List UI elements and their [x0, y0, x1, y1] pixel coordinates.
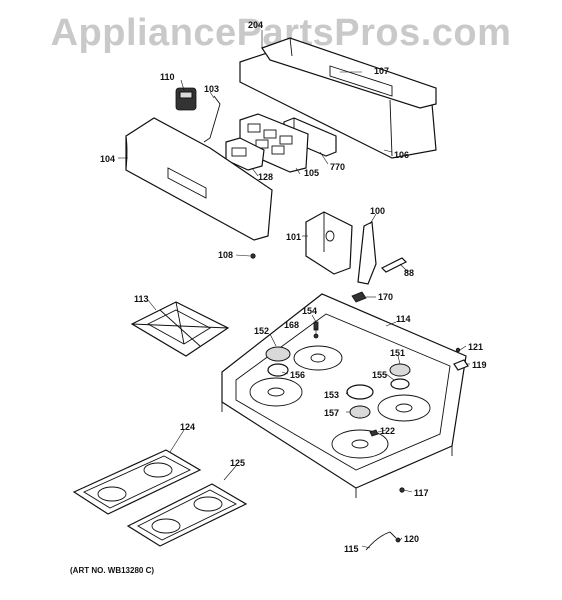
bracket-103-part — [203, 95, 221, 143]
callout-156: 156 — [290, 370, 306, 380]
art-number: (ART NO. WB13280 C) — [70, 566, 155, 575]
callout-119: 119 — [472, 360, 487, 370]
callout-170: 170 — [378, 292, 394, 302]
burner-head-156-part — [267, 363, 289, 377]
callout-114: 114 — [396, 314, 411, 324]
screw-170-part — [351, 291, 367, 303]
callout-154: 154 — [302, 306, 318, 316]
bracket-101-part — [305, 211, 353, 275]
leader-lines — [118, 30, 470, 549]
backguard-part — [239, 37, 437, 159]
drip-pan-125-part — [126, 483, 248, 547]
callout-155: 155 — [372, 370, 388, 380]
callout-770: 770 — [330, 162, 346, 172]
callout-120: 120 — [404, 534, 420, 544]
callout-108: 108 — [218, 250, 234, 260]
tube-120-part — [365, 531, 401, 551]
callout-100: 100 — [370, 206, 386, 216]
cooktop-main-part — [221, 293, 467, 498]
control-board-part — [239, 113, 309, 173]
burner-head-155-part — [390, 378, 410, 390]
callout-117: 117 — [414, 488, 429, 498]
screw-121-part — [455, 347, 461, 353]
clip-168-part — [313, 333, 319, 339]
callout-115: 115 — [344, 544, 359, 554]
burner-cap-152-part — [265, 346, 291, 362]
pin-88-part — [380, 257, 408, 273]
callout-128: 128 — [258, 172, 274, 182]
burner-cap-153-part — [346, 384, 374, 400]
screw-117-part — [399, 487, 405, 493]
callout-204: 204 — [248, 20, 264, 30]
burner-grate-part — [130, 301, 230, 357]
callout-88: 88 — [404, 268, 415, 278]
callout-157: 157 — [324, 408, 340, 418]
callout-101: 101 — [286, 232, 302, 242]
screw-122-part — [369, 429, 379, 437]
callout-151: 151 — [390, 348, 406, 358]
callout-107: 107 — [374, 66, 390, 76]
callout-125: 125 — [230, 458, 246, 468]
callout-106: 106 — [394, 150, 410, 160]
callout-105: 105 — [304, 168, 320, 178]
callout-103: 103 — [204, 84, 220, 94]
callout-121: 121 — [468, 342, 484, 352]
drip-pan-124-part — [72, 449, 202, 515]
control-panel-part — [125, 117, 273, 241]
callout-113: 113 — [134, 294, 149, 304]
trim-100-part — [357, 221, 377, 285]
screw-108-part — [250, 253, 256, 259]
callout-153: 153 — [324, 390, 340, 400]
switch-110-part — [175, 87, 197, 111]
callout-122: 122 — [380, 426, 396, 436]
burner-head-157-part — [349, 405, 371, 419]
callout-124: 124 — [180, 422, 196, 432]
callout-110: 110 — [160, 72, 175, 82]
callout-104: 104 — [100, 154, 116, 164]
clip-119-part — [453, 359, 469, 371]
callout-168: 168 — [284, 320, 300, 330]
callout-152: 152 — [254, 326, 270, 336]
burner-cap-151-part — [389, 363, 411, 377]
